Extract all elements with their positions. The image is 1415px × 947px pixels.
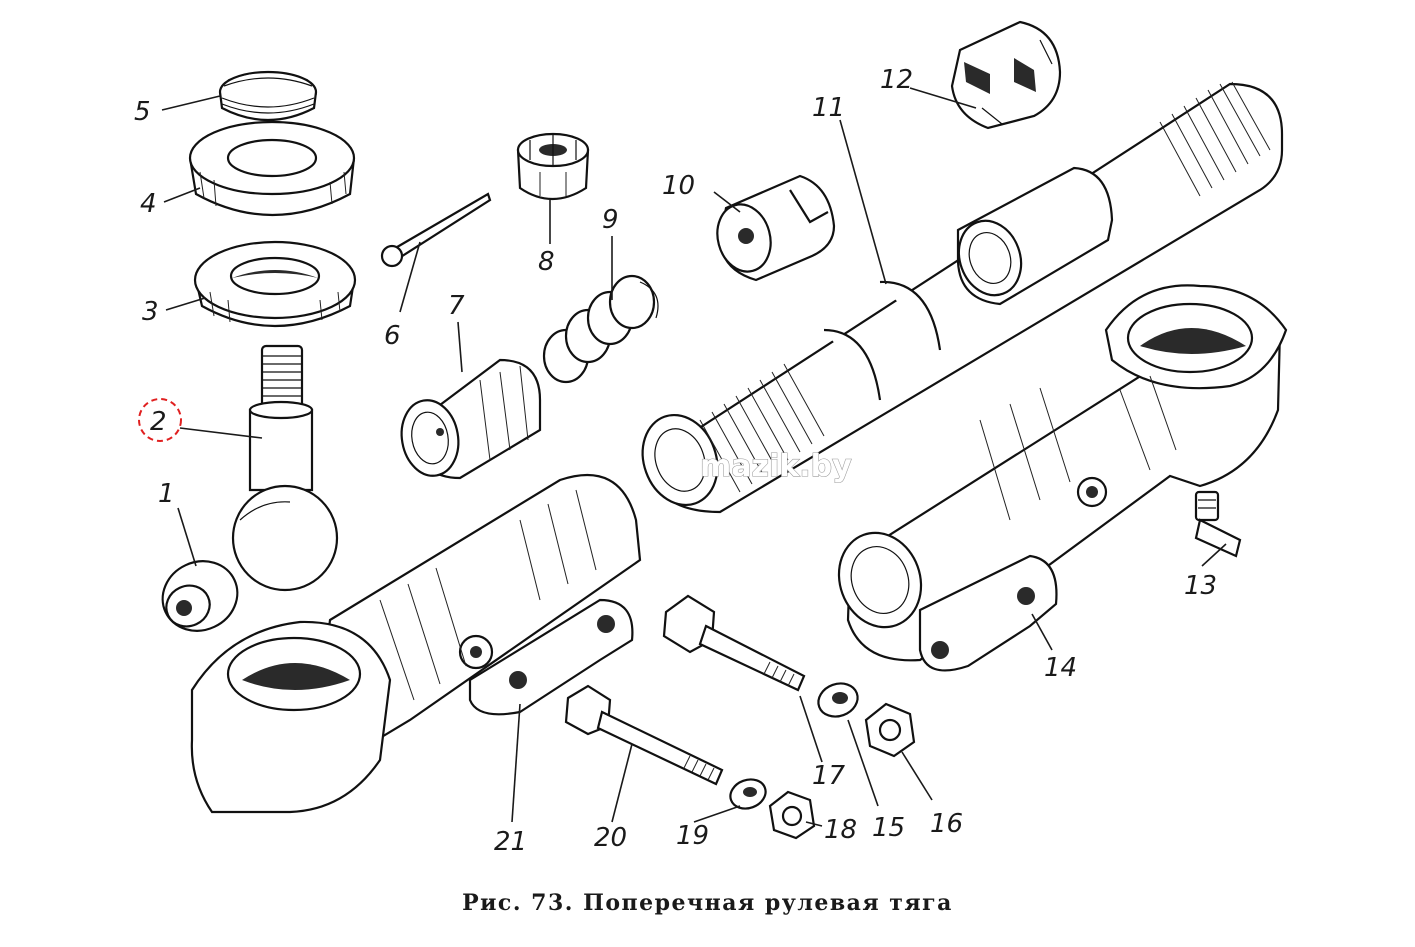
callout-8: 8 bbox=[538, 247, 555, 277]
callout-10: 10 bbox=[662, 171, 695, 201]
callout-18: 18 bbox=[824, 815, 857, 845]
callout-17: 17 bbox=[812, 761, 846, 791]
part-bolt-long bbox=[662, 594, 806, 692]
part-bolt-short bbox=[564, 684, 724, 786]
callout-20: 20 bbox=[594, 823, 627, 853]
part-ball-pin bbox=[231, 344, 339, 592]
part-grease-fitting bbox=[1194, 490, 1242, 558]
part-hex-nut bbox=[864, 702, 916, 758]
callout-1: 1 bbox=[158, 479, 175, 509]
part-slotted-plug bbox=[716, 174, 836, 282]
part-hex-nut-2 bbox=[768, 790, 816, 840]
part-right-tie-rod-end bbox=[837, 284, 1288, 672]
callout-15: 15 bbox=[872, 813, 905, 843]
part-spring bbox=[542, 274, 659, 384]
callout-21: 21 bbox=[494, 827, 527, 857]
figure-caption: Рис. 73. Поперечная рулевая тяга bbox=[462, 890, 953, 916]
callout-3: 3 bbox=[142, 297, 159, 327]
part-spring-washer bbox=[817, 682, 859, 718]
part-tube-rod bbox=[641, 81, 1284, 514]
part-bushing bbox=[400, 358, 542, 480]
part-slotted-plug-2 bbox=[950, 20, 1062, 130]
callouts: 5 4 3 2 1 6 7 8 9 10 11 12 13 14 15 16 1… bbox=[134, 65, 1217, 857]
leader-lines bbox=[161, 87, 1227, 827]
callout-5: 5 bbox=[134, 97, 151, 127]
callout-13: 13 bbox=[1184, 571, 1217, 601]
callout-16: 16 bbox=[930, 809, 963, 839]
callout-19: 19 bbox=[676, 821, 709, 851]
part-left-tie-rod-end bbox=[190, 473, 642, 814]
part-threaded-plug bbox=[218, 70, 318, 122]
watermark-text: mazik.by bbox=[700, 449, 852, 484]
callout-6: 6 bbox=[384, 321, 401, 351]
callout-12: 12 bbox=[880, 65, 913, 95]
callout-7: 7 bbox=[448, 291, 465, 321]
part-cotter-pin bbox=[380, 192, 492, 268]
diagram-canvas: mazik.by 5 4 3 2 1 6 7 8 9 10 bbox=[134, 20, 1288, 857]
callout-9: 9 bbox=[602, 205, 619, 235]
callout-11: 11 bbox=[812, 93, 845, 123]
highlight-circle bbox=[138, 398, 182, 442]
part-washer-large bbox=[188, 120, 356, 216]
callout-14: 14 bbox=[1044, 653, 1077, 683]
callout-2: 2 bbox=[150, 407, 167, 437]
part-ring-washer bbox=[193, 240, 357, 327]
part-liner-cap bbox=[161, 560, 239, 632]
callout-4: 4 bbox=[140, 189, 157, 219]
part-castle-nut bbox=[516, 132, 590, 200]
part-spring-washer-2 bbox=[729, 778, 767, 810]
